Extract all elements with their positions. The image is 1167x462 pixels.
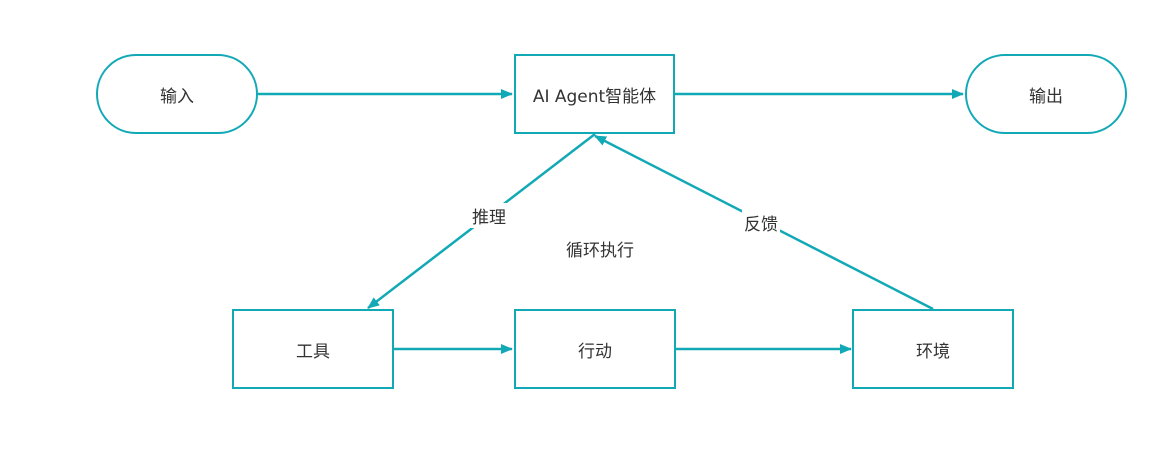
feedback-edge-label: 反馈 [742,210,780,235]
environment-node-label: 环境 [916,341,950,362]
output-node: 输出 [965,54,1127,134]
action-node-label: 行动 [578,341,612,362]
reasoning-edge-label: 推理 [470,203,508,228]
tool-node-label: 工具 [296,341,330,362]
input-node: 输入 [96,54,258,134]
agent-node: AI Agent智能体 [514,54,675,134]
tool-node: 工具 [232,309,394,389]
agent-node-label: AI Agent智能体 [532,86,657,107]
action-node: 行动 [514,309,676,389]
environment-node: 环境 [852,309,1014,389]
output-node-label: 输出 [1029,86,1063,107]
input-node-label: 输入 [160,86,194,107]
cycle-label: 循环执行 [566,241,634,261]
